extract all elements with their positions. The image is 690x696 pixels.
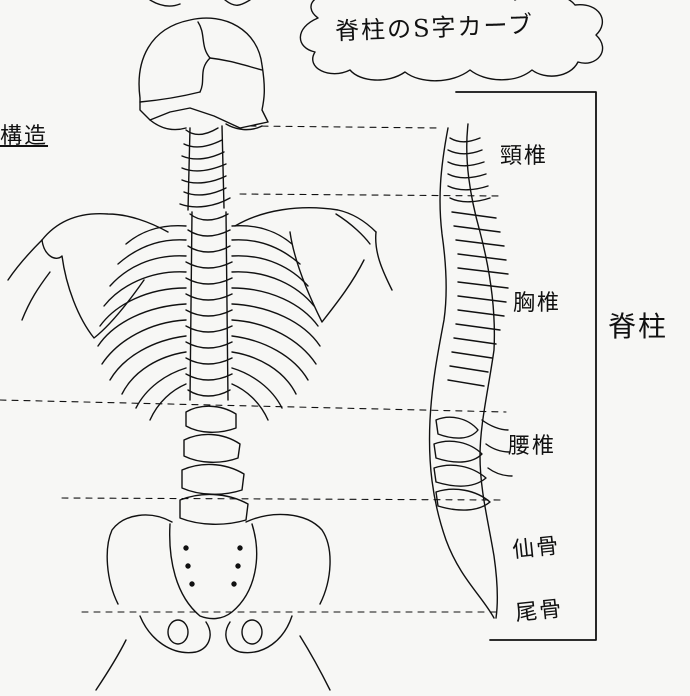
top-arc-fragment [150, 0, 250, 6]
ribs-right [232, 226, 320, 420]
shoulders [8, 208, 392, 338]
label-coccyx: 尾骨 [513, 591, 564, 628]
cervical-vertebrae-back [180, 126, 230, 210]
label-thoracic: 胸椎 [513, 285, 561, 317]
level-lines [0, 126, 506, 612]
label-sacrum: 仙骨 [510, 528, 561, 565]
diagram-title: 脊柱のS字カーブ [334, 5, 534, 47]
pelvis [96, 514, 330, 690]
left-edge-text-fragment: 構造 [0, 118, 48, 150]
spine-side-view [430, 124, 512, 618]
skull [139, 18, 268, 130]
ribs-left [98, 226, 186, 420]
vertebral-column-back [180, 212, 248, 524]
label-spine-bracket: 脊柱 [608, 305, 668, 345]
label-cervical: 頸椎 [500, 138, 548, 170]
label-lumbar: 腰椎 [508, 428, 556, 460]
